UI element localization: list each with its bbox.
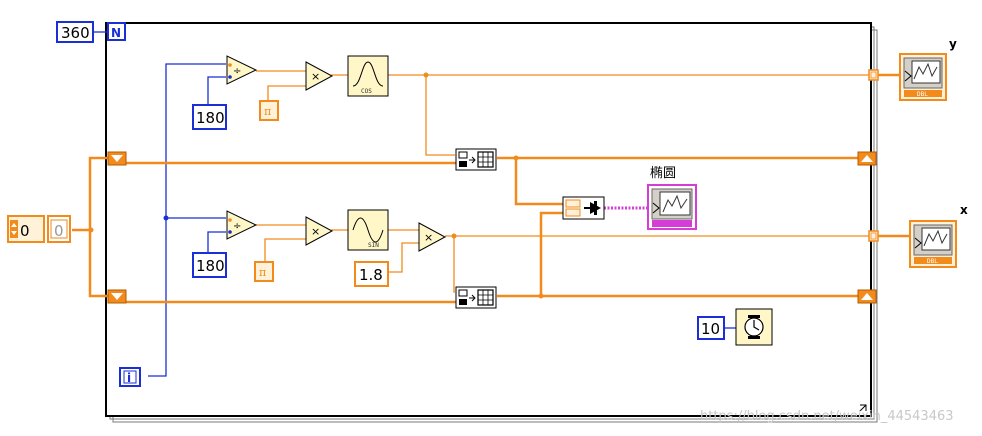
ellipse-label: 椭圆 [650,165,676,181]
scale-value: 1.8 [359,266,383,284]
shift-register-left-bottom[interactable] [107,289,127,304]
divide-icon: ÷ [233,66,241,77]
y-graph-tag: DBL [917,91,928,98]
multiply-function-scale[interactable]: × [418,222,447,252]
bundle-function[interactable] [562,196,605,220]
wait-function[interactable] [735,308,773,346]
for-loop-frame [105,22,878,423]
sin-label: SIN [368,242,379,249]
pi-symbol-top: π [264,105,271,118]
junction-dot-y-array [513,155,519,161]
multiply-icon: × [424,231,433,244]
graph-icon [662,194,688,213]
graph-icon [923,229,948,247]
output-tunnel-x[interactable] [868,230,879,242]
build-array-top[interactable] [455,148,497,171]
orange-wires-thin [256,70,870,293]
scale-constant[interactable]: 1.8 [354,261,389,287]
init-numeric-indicator: 0 [47,215,71,243]
init-indicator-value: 0 [54,222,64,240]
y-graph-indicator[interactable]: y DBL [899,37,957,101]
divide-function-bottom[interactable]: ÷ [226,210,258,240]
y-graph-label: y [949,37,957,51]
divide-icon: ÷ [233,221,241,232]
iteration-terminal-label: i [127,371,131,385]
watermark: https://blog.csdn.net/weixin_44543463 [700,409,954,424]
wait-ms-value: 10 [701,320,720,338]
wait-ms-constant[interactable]: 10 [697,316,725,340]
graph-icon [913,62,938,80]
junction-dot-sin [451,233,457,239]
divisor-180-bottom[interactable]: 180 [192,252,227,278]
cos-label: COS [361,88,372,95]
junction-dot-init [88,227,94,233]
ellipse-graph-indicator[interactable]: 椭圆 [647,165,697,230]
multiply-function-bottom[interactable]: × [305,216,334,246]
sin-function[interactable]: SIN [347,209,389,251]
junction-dot-blue [163,215,169,221]
count-terminal[interactable]: N [107,22,126,41]
x-graph-indicator[interactable]: x DBL [909,203,968,268]
cos-function[interactable]: COS [347,55,389,97]
pi-constant-bottom[interactable]: π [254,261,274,282]
multiply-function-top[interactable]: × [305,61,334,91]
shift-register-right-bottom[interactable] [857,289,877,304]
loop-count-value: 360 [61,24,90,42]
x-graph-label: x [960,203,968,217]
sin-wave-icon [352,217,384,243]
divisor-top-value: 180 [196,109,225,127]
pi-constant-top[interactable]: π [259,100,279,121]
iteration-terminal[interactable]: i [119,367,141,387]
x-graph-tag: DBL [927,258,938,265]
divisor-bottom-value: 180 [196,257,225,275]
multiply-icon: × [311,225,320,238]
orange-wires-thick [72,156,858,304]
build-array-bottom[interactable] [455,286,497,309]
count-terminal-label: N [111,26,121,40]
shift-register-left-top[interactable] [107,151,127,166]
pi-symbol-bottom: π [259,266,266,279]
multiply-icon: × [311,70,320,83]
junction-dot-cos [423,72,429,78]
shift-register-right-top[interactable] [857,151,877,166]
divisor-180-top[interactable]: 180 [192,104,227,130]
init-numeric-control[interactable]: 0 [7,215,45,243]
junction-dot-x-array [538,293,544,299]
output-tunnel-y[interactable] [868,69,879,81]
init-control-value: 0 [20,222,30,240]
cos-wave-icon [352,61,384,87]
divide-function-top[interactable]: ÷ [226,55,258,85]
loop-count-constant[interactable]: 360 [56,21,94,43]
